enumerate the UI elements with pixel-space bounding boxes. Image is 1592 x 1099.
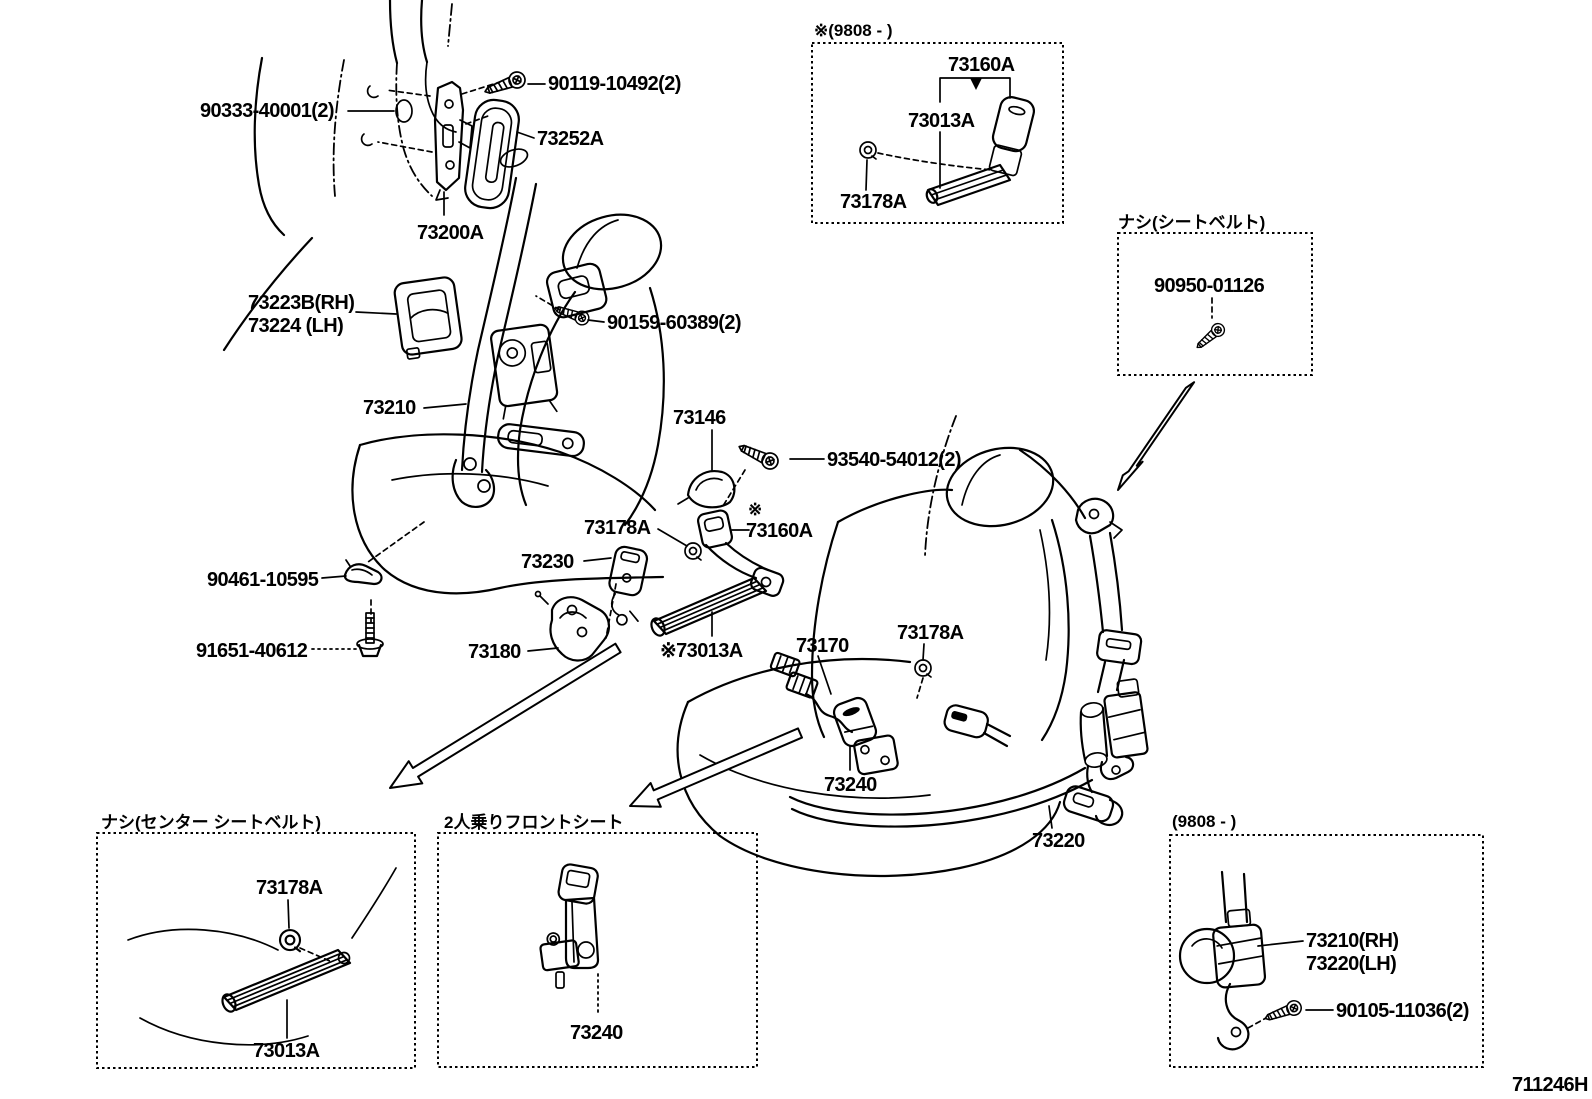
box-center-header: ナシ(センター シートベルト) xyxy=(101,813,321,832)
part-label-73252A: 73252A xyxy=(537,128,604,150)
dash-grommet-right xyxy=(916,677,924,699)
diagram-code: 711246H xyxy=(1512,1074,1588,1096)
pillar-cover-73252A xyxy=(464,98,520,210)
box-two-seater-label-73240: 73240 xyxy=(570,1022,623,1044)
box-9808-bottom-header: (9808 - ) xyxy=(1172,812,1236,831)
screw-icon-90119 xyxy=(481,68,529,100)
box-center-label-73013A: 73013A xyxy=(253,1040,320,1062)
dash-90159 xyxy=(535,295,561,311)
screw-icon-90105 xyxy=(1262,998,1304,1026)
box-center-label-73178A: 73178A xyxy=(256,877,323,899)
asterisk-mark: ※ xyxy=(748,500,762,519)
arrow-from-nashi-box xyxy=(1117,381,1196,491)
box-two-seater-header: 2人乗りフロントシート xyxy=(444,813,623,832)
part-label-90119-10492: 90119-10492(2) xyxy=(548,73,681,95)
left-belt-assembly-73210 xyxy=(367,148,608,563)
pillar-sketch xyxy=(222,0,457,352)
screw-icon-90159 xyxy=(551,301,592,328)
part-label-73160A-center: 73160A xyxy=(746,520,813,542)
detail-box-nashi-seatbelt: ナシ(シートベルト) 90950-01126 xyxy=(1117,213,1313,376)
grommet-box-a-icon xyxy=(859,141,877,160)
bolt-91651 xyxy=(356,612,384,658)
part-label-73224-LH: 73224 (LH) xyxy=(248,315,343,337)
box-9808-top-label-73178A: 73178A xyxy=(840,191,907,213)
belt-anchor-assembly-73200A xyxy=(360,80,501,201)
main-callouts: 90333-40001(2) 90119-10492(2) 73252A 732… xyxy=(196,73,1086,852)
bezel-73223 xyxy=(393,276,463,360)
part-label-90159-60389: 90159-60389(2) xyxy=(607,312,741,334)
grommet-73178A-right-icon xyxy=(914,659,932,678)
center-belt-73013A xyxy=(650,576,768,637)
part-label-91651-40612: 91651-40612 xyxy=(196,640,308,662)
right-belt-assembly xyxy=(788,497,1149,828)
part-label-73178A-center: 73178A xyxy=(584,517,651,539)
screw-icon-93540 xyxy=(734,438,782,473)
box-9808-bottom-label-90105: 90105-11036(2) xyxy=(1336,1000,1469,1022)
box-9808-bottom-label-73210RH: 73210(RH) xyxy=(1306,930,1398,952)
detail-box-9808-top: ※(9808 - ) 73160A 73013A 73178A xyxy=(811,21,1064,224)
box-9808-top-header: ※(9808 - ) xyxy=(814,21,893,40)
part-label-73180: 73180 xyxy=(468,641,521,663)
part-label-73220: 73220 xyxy=(1032,830,1085,852)
arrow-to-center-belt-box xyxy=(389,642,622,789)
arrow-to-two-seater-box xyxy=(629,727,803,808)
part-label-90461-10595: 90461-10595 xyxy=(207,569,319,591)
part-label-73013A-center: ※73013A xyxy=(660,640,743,662)
part-label-73240: 73240 xyxy=(824,774,877,796)
part-label-73230: 73230 xyxy=(521,551,574,573)
clip-90461 xyxy=(343,559,383,586)
part-label-90333-40001: 90333-40001(2) xyxy=(200,100,334,122)
part-label-73223B-RH: 73223B(RH) xyxy=(248,292,354,314)
detail-box-nashi-center: ナシ(センター シートベルト) 73178A 73013A xyxy=(96,813,416,1069)
anchor-cover-73146 xyxy=(677,470,736,509)
dash-buckle-anchor xyxy=(605,583,617,639)
box-9808-top-label-73160A: 73160A xyxy=(948,54,1015,76)
screw-icon-90950 xyxy=(1192,320,1228,354)
grommet-box-c-icon xyxy=(278,928,302,953)
box-9808-top-label-73013A: 73013A xyxy=(908,110,975,132)
box-nashi-header: ナシ(シートベルト) xyxy=(1118,213,1265,232)
part-label-73200A: 73200A xyxy=(417,222,484,244)
part-label-73178A-right: 73178A xyxy=(897,622,964,644)
part-label-93540-54012: 93540-54012(2) xyxy=(827,449,961,471)
left-seat-sketch xyxy=(351,213,665,595)
detail-box-two-seater: 2人乗りフロントシート 73240 xyxy=(437,813,758,1068)
inner-belt-assembly-73170 xyxy=(769,651,1012,776)
part-label-73210: 73210 xyxy=(363,397,416,419)
part-label-73170: 73170 xyxy=(796,635,849,657)
detail-box-9808-bottom: (9808 - ) 73210(RH) 73220(LH) 90105-1103… xyxy=(1169,812,1484,1068)
part-label-73146: 73146 xyxy=(673,407,726,429)
box-nashi-label-90950: 90950-01126 xyxy=(1154,275,1265,297)
box-9808-bottom-label-73220LH: 73220(LH) xyxy=(1306,953,1396,975)
floor-anchor-73180 xyxy=(534,590,610,662)
leader-lines xyxy=(311,83,1053,829)
